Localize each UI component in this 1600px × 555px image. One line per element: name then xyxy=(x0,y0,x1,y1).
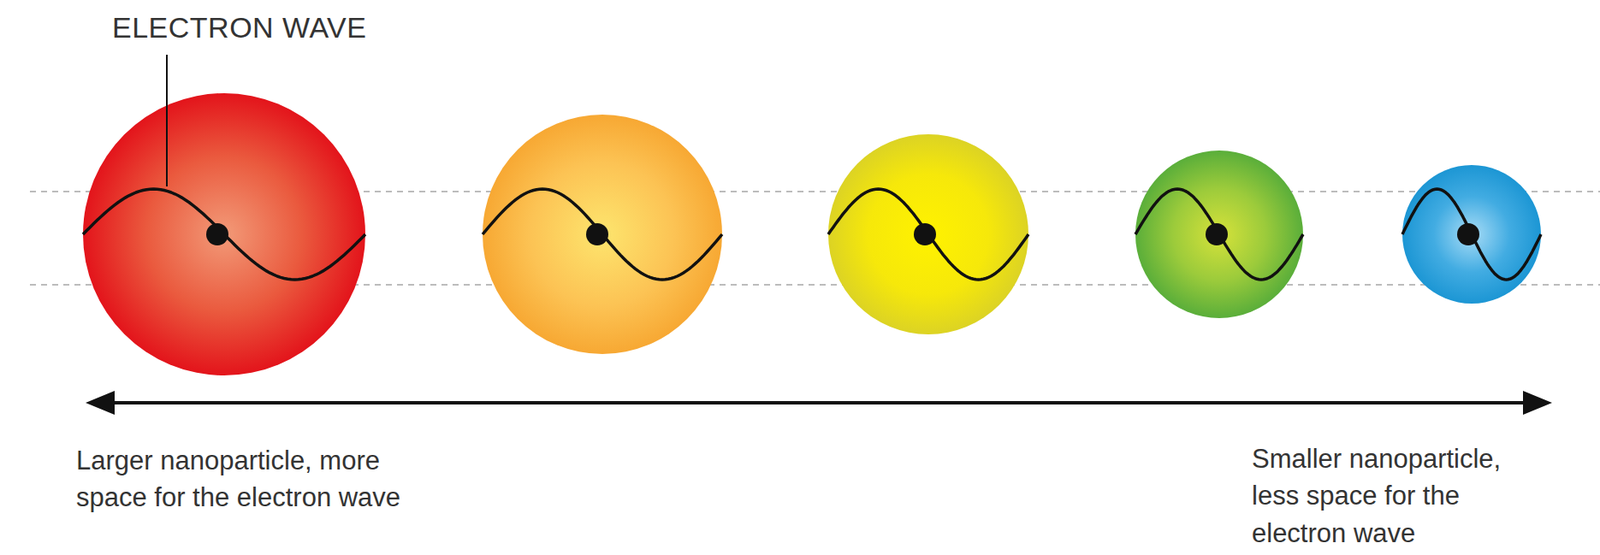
arrow-head xyxy=(1522,391,1553,415)
axis-note: Smaller nanoparticle, less space for the… xyxy=(1251,440,1553,552)
size-arrow xyxy=(111,401,1525,405)
nanoparticle xyxy=(1402,165,1541,304)
axis-note: Larger nanoparticle, more space for the … xyxy=(76,442,457,517)
electron-wave xyxy=(82,189,366,280)
electron-wave xyxy=(482,189,723,280)
nanoparticle xyxy=(828,134,1029,335)
nanoparticle xyxy=(1135,150,1304,319)
electron-wave xyxy=(1402,189,1541,280)
electron-wave xyxy=(828,189,1029,280)
nanoparticle xyxy=(82,93,366,376)
leader-line xyxy=(165,54,168,187)
electron-wave xyxy=(1135,189,1304,280)
electron-dot xyxy=(206,223,229,246)
nanoparticle xyxy=(482,114,723,355)
electron-dot xyxy=(913,223,937,246)
electron-dot xyxy=(1205,223,1228,246)
electron-dot xyxy=(586,223,609,246)
callout-label: ELECTRON WAVE xyxy=(112,10,367,46)
arrow-head xyxy=(85,391,115,415)
electron-dot xyxy=(1457,223,1480,246)
